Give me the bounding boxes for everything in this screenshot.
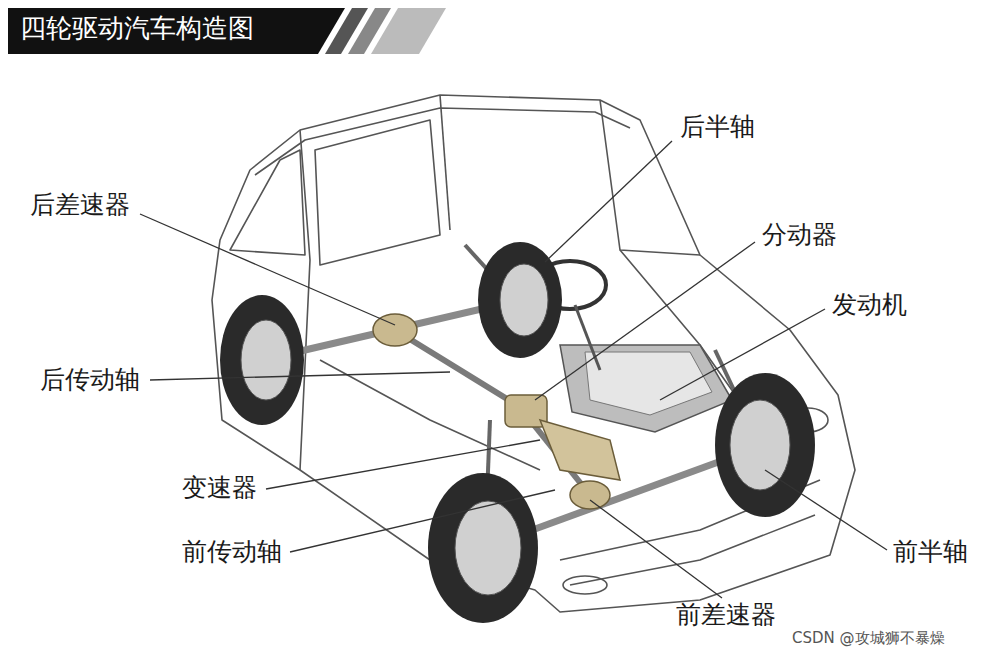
engine [560,345,732,432]
transmission [540,420,620,480]
bumper-line [570,515,815,585]
part-label: 变速器 [182,473,257,502]
watermark-holder: CSDN @攻城狮不暴燥 [792,629,945,647]
leader-line [266,440,540,489]
banner-bar [8,8,345,54]
title: 四轮驱动汽车构造图 [20,13,254,43]
part-label-holder: 变速器 [182,473,257,503]
part-label-holder: 后传动轴 [40,365,140,395]
leader-line [765,470,887,550]
part-label: 后半轴 [680,112,755,141]
part-label-holder: 后半轴 [680,112,755,142]
front-differential [570,481,610,509]
part-label: 后差速器 [30,190,130,219]
engine-cover [585,352,712,415]
part-label-holder: 发动机 [832,290,907,320]
wheels [220,242,815,623]
steering-column [575,305,600,370]
part-label-holder: 分动器 [762,220,837,250]
wheel [428,473,538,623]
side-window [315,120,440,265]
pillar [440,95,450,230]
leader-line [290,490,555,552]
wheel [478,242,562,358]
leader-line [140,214,395,325]
title-banner [8,8,446,54]
watermark: CSDN @攻城狮不暴燥 [792,629,945,647]
part-label: 分动器 [762,220,837,249]
leader-line [535,242,755,400]
leader-line [590,500,722,598]
rear-window [230,150,305,255]
wheel [220,295,304,425]
part-label: 后传动轴 [40,365,140,394]
rim [730,400,790,490]
part-label: 发动机 [832,290,907,319]
part-label-holder: 前差速器 [676,600,776,630]
leader-line [150,372,450,380]
leader-line [660,309,825,400]
leader-lines [140,141,887,598]
fog-light [563,576,607,594]
rim [241,320,291,400]
part-label-holder: 后差速器 [30,190,130,220]
part-label-holder: 前传动轴 [182,537,282,567]
banner-stripe [371,8,446,54]
title-holder: 四轮驱动汽车构造图 [20,13,254,44]
part-label-holder: 前半轴 [893,537,968,567]
wheel [715,373,815,517]
part-label: 前差速器 [676,600,776,629]
part-label: 前半轴 [893,537,968,566]
rim [500,264,548,336]
part-label: 前传动轴 [182,537,282,566]
leader-line [545,141,672,262]
rim [455,501,521,595]
